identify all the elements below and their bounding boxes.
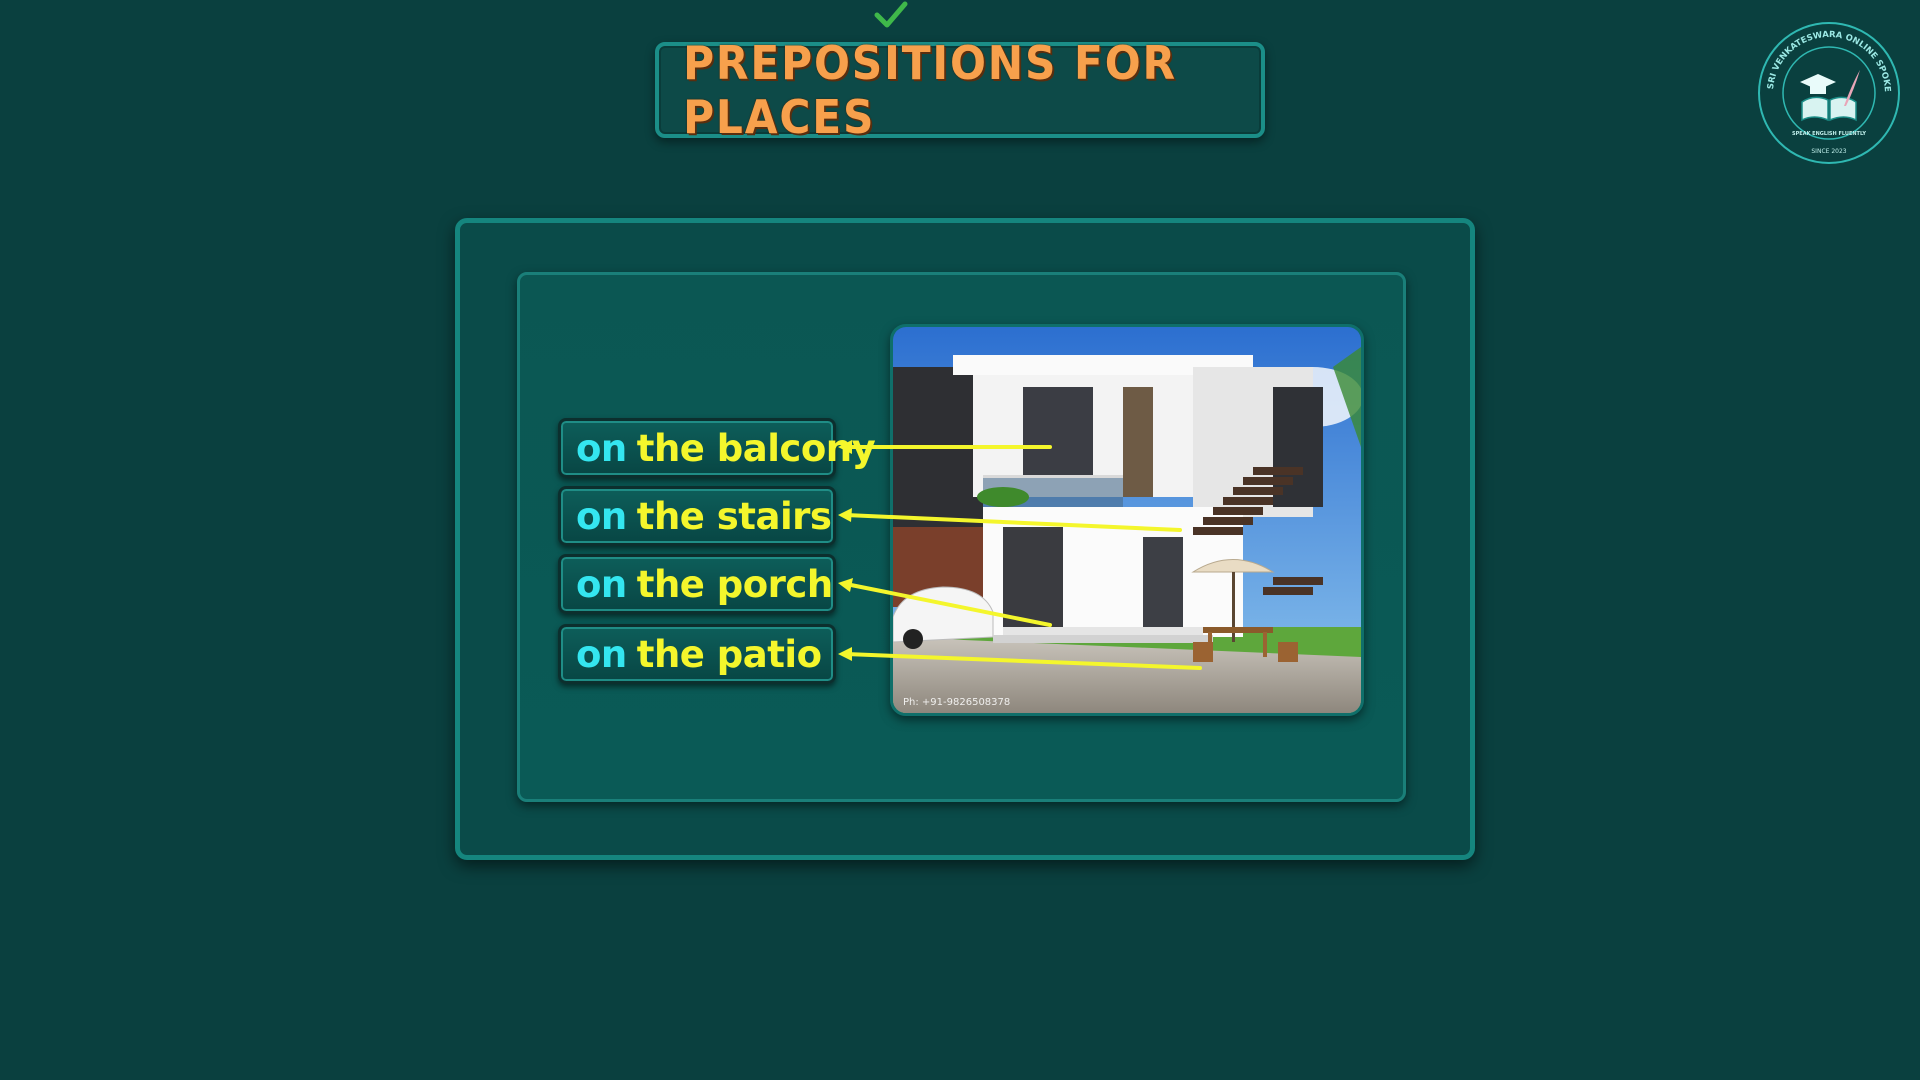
label-stairs: on the stairs (558, 486, 836, 546)
logo-since: SINCE 2023 (1811, 148, 1846, 155)
label-patio: on the patio (558, 624, 836, 684)
logo-tagline: SPEAK ENGLISH FLUENTLY (1792, 131, 1866, 137)
school-logo: SRI VENKATESWARA ONLINE SPOKEN ENGLISH S… (1756, 20, 1900, 164)
page-title: PREPOSITIONS FOR PLACES (683, 36, 1177, 144)
label-noun: the balcony (636, 426, 876, 470)
checkmark-icon (874, 1, 908, 28)
label-noun: the stairs (636, 494, 832, 538)
label-preposition: on (576, 562, 627, 606)
title-banner: PREPOSITIONS FOR PLACES (655, 36, 1265, 144)
label-noun: the porch (636, 562, 833, 606)
label-noun: the patio (636, 632, 822, 676)
photo-caption: Ph: +91-9826508378 (903, 697, 1010, 708)
label-preposition: on (576, 632, 627, 676)
label-preposition: on (576, 494, 627, 538)
label-preposition: on (576, 426, 627, 470)
label-balcony: on the balcony (558, 418, 876, 478)
house-photo: Ph: +91-9826508378 (890, 324, 1364, 716)
label-porch: on the porch (558, 554, 836, 614)
